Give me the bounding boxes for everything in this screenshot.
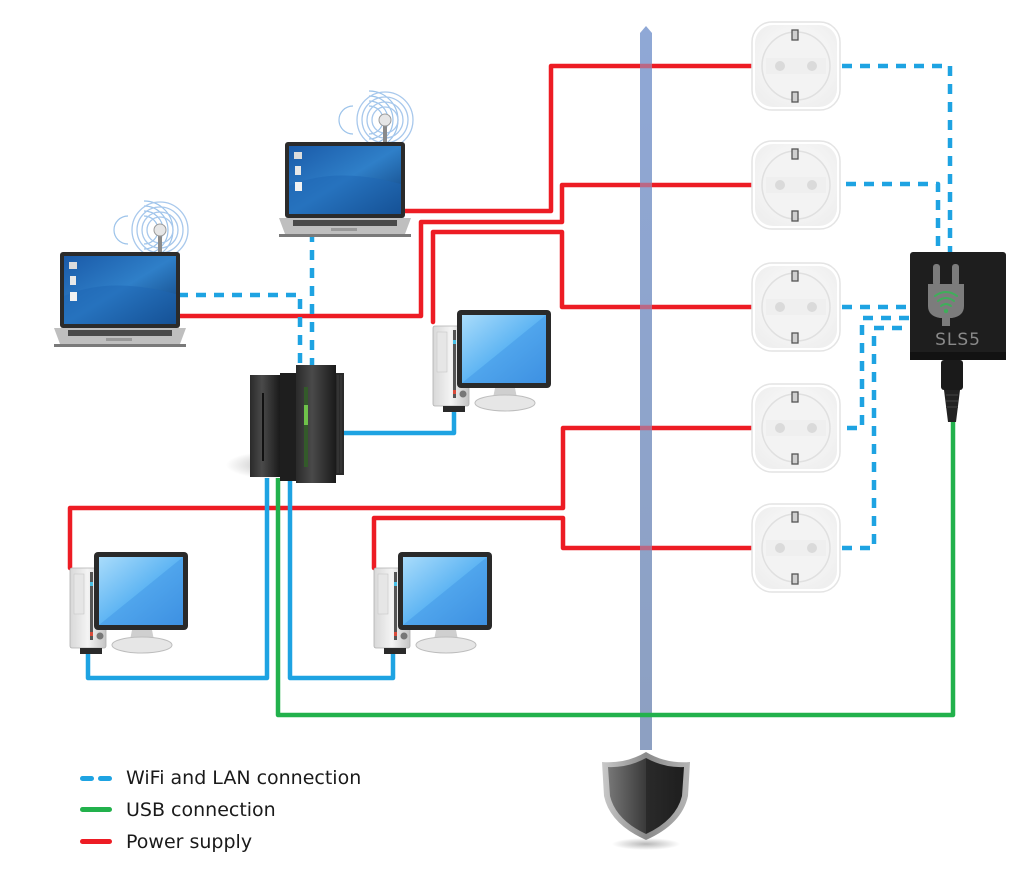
sls5-device: SLS5: [910, 252, 1006, 422]
wifi-line-socket-2: [846, 181, 941, 255]
desktop-middle: [432, 309, 552, 413]
legend-label: USB connection: [126, 799, 276, 821]
desktop-bottom-left: [69, 551, 189, 655]
desktop-bottom-center: [373, 551, 493, 655]
wifi-lines: [178, 63, 953, 551]
power-line-laptop-top: [395, 63, 755, 214]
plug-wifi-icon: [928, 264, 964, 326]
laptop-top: [278, 90, 414, 238]
power-line-desktop-middle: [430, 229, 755, 325]
usb-swatch: [80, 805, 112, 815]
wifi-line-socket-1: [842, 63, 953, 255]
wifi-line-socket-4: [847, 315, 910, 431]
legend-item-wifi-lan: WiFi and LAN connection: [80, 762, 361, 794]
lan-line-desktop-middle: [336, 410, 457, 436]
smart-socket-4: [751, 383, 841, 473]
lan-lines: [85, 410, 457, 681]
legend-item-usb: USB connection: [80, 794, 361, 826]
legend-label: WiFi and LAN connection: [126, 767, 362, 789]
laptop-left: [53, 200, 189, 348]
legend-item-power: Power supply: [80, 826, 361, 858]
power-line-desktop-bottom-left: [67, 425, 755, 571]
power-swatch: [80, 837, 112, 847]
lan-line-desktop-bottom-center: [287, 478, 396, 681]
smart-socket-1: [751, 21, 841, 111]
legend: WiFi and LAN connection USB connection P…: [80, 762, 361, 858]
power-line-laptop-left: [177, 182, 755, 319]
shield-icon: [602, 752, 690, 850]
server: [226, 365, 344, 483]
legend-label: Power supply: [126, 831, 253, 853]
wifi-lan-swatch: [80, 773, 112, 783]
smart-socket-5: [751, 503, 841, 593]
device-label: SLS5: [935, 330, 981, 350]
smart-socket-3: [751, 262, 841, 352]
wifi-line-laptop-left: [178, 292, 303, 365]
usb-line: [275, 422, 956, 718]
ground-rod-overlay: [640, 40, 652, 750]
power-line-desktop-bottom-center: [371, 515, 755, 571]
lan-line-desktop-bottom-left: [85, 478, 270, 681]
smart-socket-2: [751, 140, 841, 230]
wifi-line-socket-5: [842, 325, 910, 551]
